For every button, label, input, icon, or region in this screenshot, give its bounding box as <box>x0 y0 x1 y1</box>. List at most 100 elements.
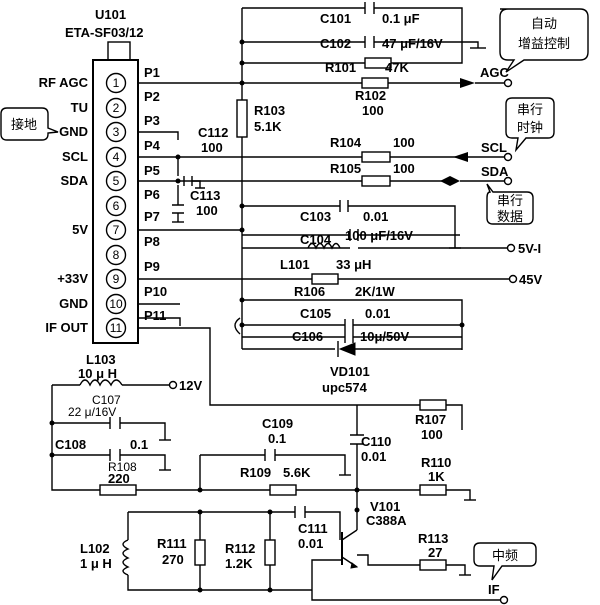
res-r108: R108 220 <box>99 460 137 496</box>
pin-8: 8 P8 <box>105 234 160 266</box>
pin-7-num: 7 <box>113 223 120 237</box>
v101-ref: V101 <box>370 499 400 514</box>
cap-c108: C108 0.1 <box>55 437 148 461</box>
cap-polarity-mark <box>234 317 241 335</box>
callout-data-line1: 串行 <box>497 194 523 209</box>
callout-data: 串行 数据 <box>486 183 534 225</box>
r101-ref: R101 <box>325 60 356 75</box>
v101-value: C388A <box>366 513 407 528</box>
r105-ref: R105 <box>330 161 361 176</box>
res-r106: R106 2K/1W <box>294 273 395 299</box>
r106-value: 2K/1W <box>355 284 395 299</box>
c102-value: 47 μF/16V <box>382 36 443 51</box>
terminal-12v: 12V <box>168 378 202 393</box>
res-r101: R101 47K <box>325 57 409 75</box>
pin-1-p: P1 <box>144 65 160 80</box>
pin-1-label: RF AGC <box>39 75 89 90</box>
pin-10-label: GND <box>59 296 88 311</box>
pin-4-p: P4 <box>144 138 161 153</box>
ground-c112 <box>192 180 205 189</box>
cap-c112: C112 100 <box>183 125 228 186</box>
r113-value: 27 <box>428 545 442 560</box>
pin-1-num: 1 <box>113 76 120 90</box>
r107-value: 100 <box>421 427 443 442</box>
pin-4-label: SCL <box>62 149 88 164</box>
vd101-value: upc574 <box>322 380 368 395</box>
pin-6-num: 6 <box>113 199 120 213</box>
callout-if: 中频 <box>473 542 537 581</box>
pin-9-num: 9 <box>113 272 120 286</box>
cap-c113: C113 100 <box>172 188 220 223</box>
res-r112: R112 1.2K <box>225 539 276 571</box>
callout-if-text: 中频 <box>492 549 518 564</box>
r102-value: 100 <box>362 103 384 118</box>
callout-data-line2: 数据 <box>497 210 523 225</box>
r107-ref: R107 <box>415 412 446 427</box>
pin-9: 9 +33V P9 <box>57 259 160 290</box>
12v-label: 12V <box>179 378 202 393</box>
callout-clock: 串行 时钟 <box>505 97 555 153</box>
c111-value: 0.01 <box>298 536 323 551</box>
cap-c103: C103 0.01 <box>300 200 388 224</box>
c109-ref: C109 <box>262 416 293 431</box>
module-u101: U101 ETA-SF03/12 <box>65 7 144 344</box>
pin-7-label: 5V <box>72 222 88 237</box>
pin-10: 10 GND P10 <box>59 284 167 315</box>
pin-8-num: 8 <box>113 248 120 262</box>
r106-ref: R106 <box>294 284 325 299</box>
ind-l101: L101 33 μH <box>280 242 371 272</box>
c106-value: 10μ/50V <box>360 329 409 344</box>
c113-ref: C113 <box>190 188 220 203</box>
pin-1: 1 RF AGC P1 <box>39 65 160 94</box>
pin-3-num: 3 <box>113 125 120 139</box>
c105-ref: C105 <box>300 306 331 321</box>
pin-10-num: 10 <box>109 297 123 311</box>
r112-ref: R112 <box>225 541 255 556</box>
r110-value: 1K <box>428 469 445 484</box>
pin-11-p: P11 <box>144 308 166 323</box>
l101-ref: L101 <box>280 257 310 272</box>
c108-ref: C108 <box>55 437 86 452</box>
pin-3-p: P3 <box>144 113 160 128</box>
ind-l103: L103 10 μ H <box>78 352 123 387</box>
r102-ref: R102 <box>355 88 386 103</box>
pin-7: 7 5V P7 <box>72 209 160 241</box>
callout-ground: 接地 <box>0 107 59 141</box>
r104-value: 100 <box>393 135 415 150</box>
c107-value: 22 μ/16V <box>68 405 116 419</box>
c107-ref: C107 <box>92 393 121 407</box>
r103-ref: R103 <box>254 103 285 118</box>
cap-c107: C107 22 μ/16V <box>68 393 121 429</box>
l102-ref: L102 <box>80 541 110 556</box>
callout-clock-line2: 时钟 <box>517 120 543 136</box>
pin-6: 6 P6 <box>105 187 160 217</box>
l103-value: 10 μ H <box>78 366 117 381</box>
r101-value: 47K <box>385 60 409 75</box>
callout-agc-line1: 自动 <box>531 17 557 32</box>
terminal-if: IF <box>488 582 509 605</box>
c113-value: 100 <box>196 203 218 218</box>
res-r104: R104 100 <box>330 135 415 163</box>
module-model: ETA-SF03/12 <box>65 25 144 40</box>
pin-3-label: GND <box>59 124 88 139</box>
r110-ref: R110 <box>421 455 451 470</box>
c110-value: 0.01 <box>361 449 386 464</box>
c112-ref: C112 <box>198 125 228 140</box>
pin-3: 3 GND P3 <box>59 113 160 143</box>
cap-c105: C105 0.01 <box>300 306 390 331</box>
pin-9-label: +33V <box>57 271 88 286</box>
c111-ref: C111 <box>298 521 328 536</box>
res-r105: R105 100 <box>330 161 415 187</box>
pin-5: 5 SDA P5 <box>61 163 160 192</box>
pin-2-num: 2 <box>113 101 120 115</box>
c101-ref: C101 <box>320 11 351 26</box>
terminal-sda: SDA <box>440 164 513 186</box>
r112-value: 1.2K <box>225 556 253 571</box>
c108-value: 0.1 <box>130 437 148 452</box>
l101-value: 33 μH <box>336 257 371 272</box>
r109-ref: R109 <box>240 465 271 480</box>
pin-11-label: IF OUT <box>45 320 88 335</box>
pin-11-num: 11 <box>110 321 123 335</box>
res-r109: R109 5.6K <box>240 465 311 496</box>
c103-value: 0.01 <box>363 209 388 224</box>
